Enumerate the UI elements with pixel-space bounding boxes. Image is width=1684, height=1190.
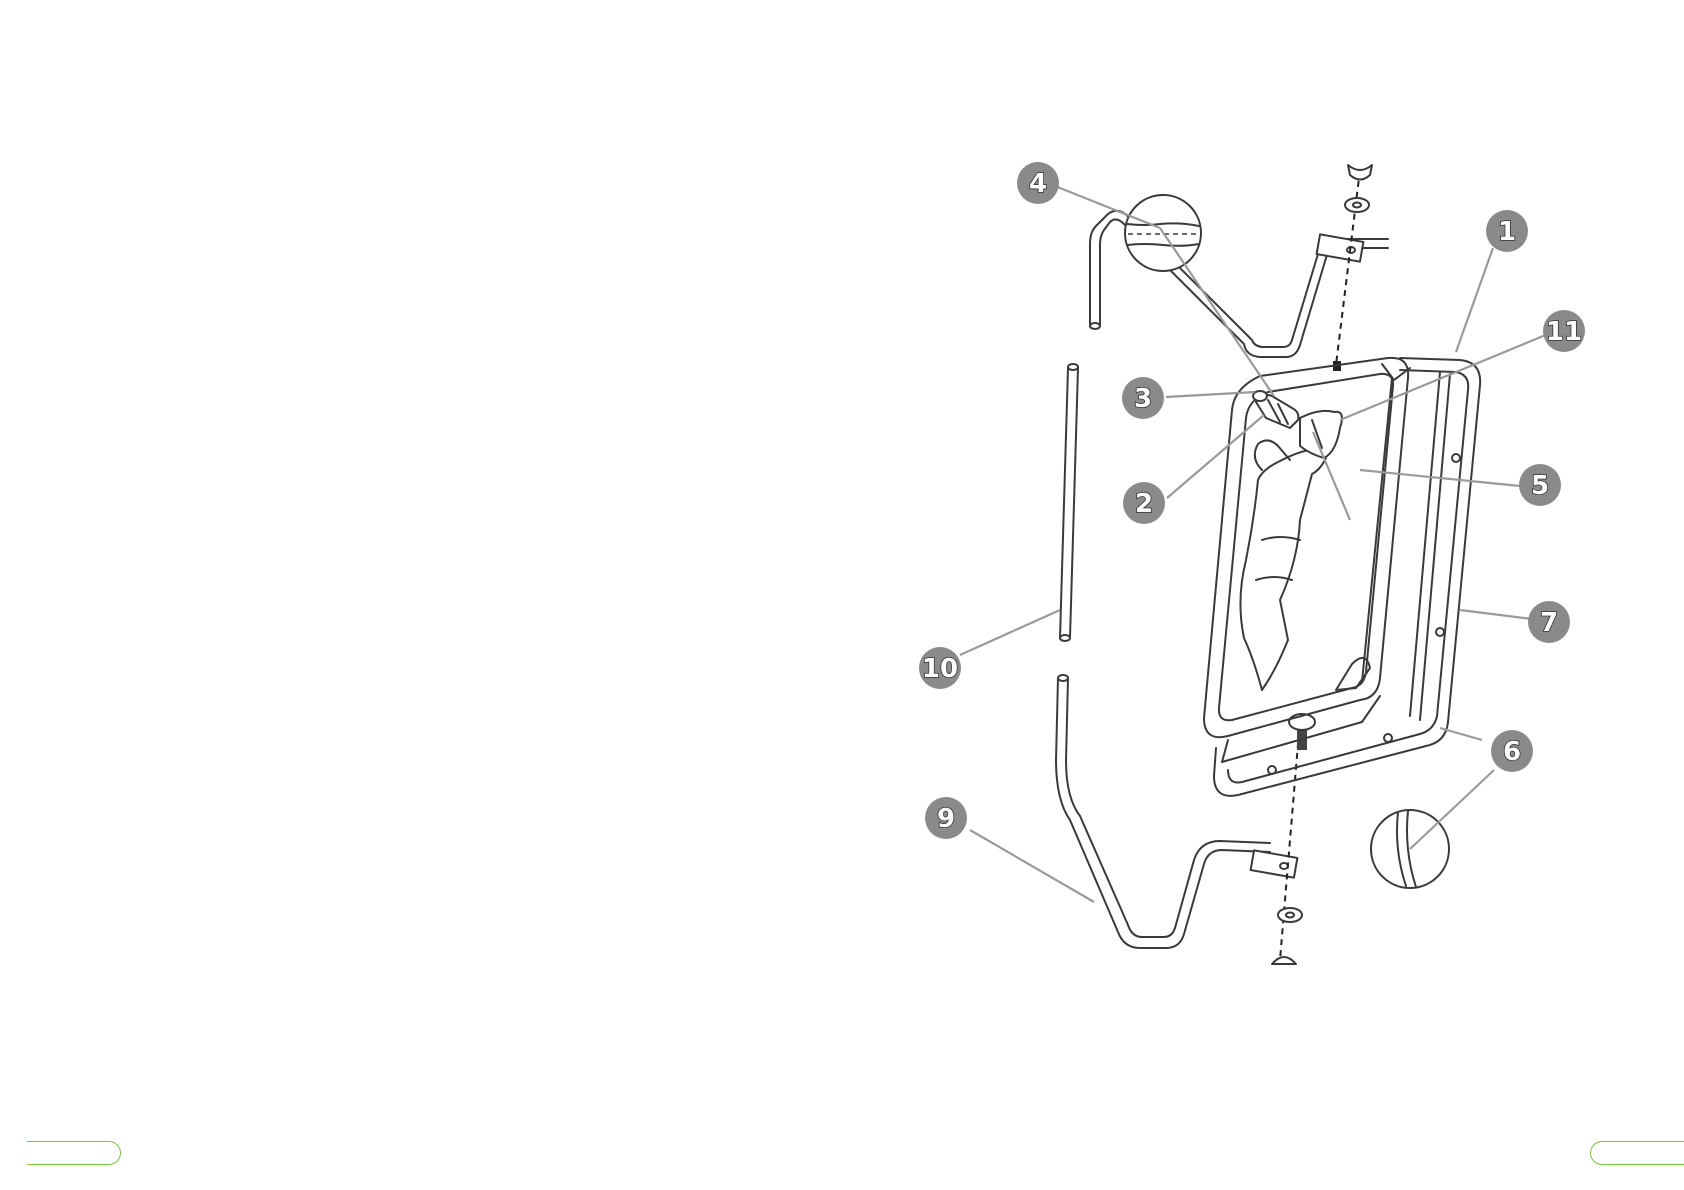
callout-6: 6 (1491, 730, 1533, 772)
page-tab-left (27, 1141, 121, 1165)
callout-10-label: 10 (922, 654, 958, 684)
callout-1-label: 1 (1498, 217, 1516, 247)
callout-11: 11 (1543, 310, 1585, 352)
callout-11-label: 11 (1546, 317, 1582, 347)
callout-3-label: 3 (1134, 384, 1152, 414)
callout-9: 9 (925, 797, 967, 839)
page-tab-right (1590, 1141, 1684, 1165)
callout-10: 10 (919, 647, 961, 689)
callout-1: 1 (1486, 210, 1528, 252)
callout-2: 2 (1123, 482, 1165, 524)
hose-assembly (1240, 391, 1342, 690)
straight-rod (1060, 364, 1078, 641)
callout-2-label: 2 (1135, 489, 1153, 519)
callout-5-label: 5 (1531, 471, 1549, 501)
callout-4-label: 4 (1029, 169, 1047, 199)
callout-6-label: 6 (1503, 737, 1521, 767)
callout-3: 3 (1122, 377, 1164, 419)
callout-7-label: 7 (1540, 608, 1558, 638)
callout-9-label: 9 (937, 804, 955, 834)
callout-4: 4 (1017, 162, 1059, 204)
callout-7: 7 (1528, 601, 1570, 643)
bottom-bent-rod (1056, 675, 1297, 948)
callout-5: 5 (1519, 464, 1561, 506)
